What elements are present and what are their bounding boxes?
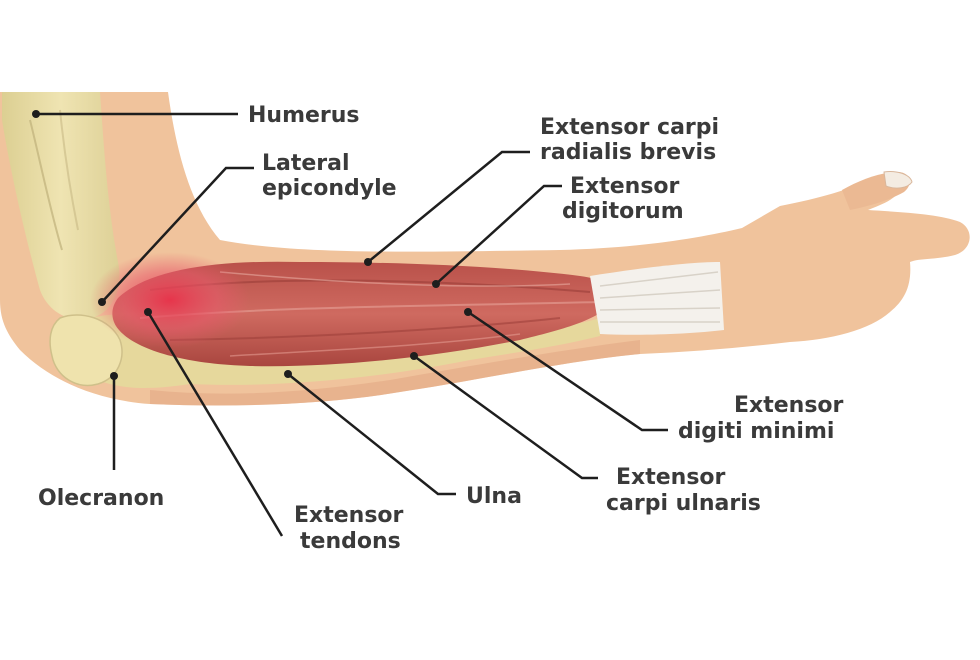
label-ecrb: Extensor carpi radialis brevis: [540, 115, 727, 165]
label-olecranon: Olecranon: [38, 486, 164, 511]
leader-ulna: [287, 373, 456, 496]
leader-lines: [36, 112, 668, 537]
label-edm: Extensor digiti minimi: [678, 393, 851, 444]
leader-ecu: [413, 354, 598, 480]
thumbnail-icon: [883, 171, 913, 189]
label-ecu: Extensor carpi ulnaris: [606, 465, 761, 516]
leader-extensor-tendons: [146, 311, 284, 537]
labels: Humerus Lateral epicondyle Extensor carp…: [38, 103, 851, 554]
label-ulna: Ulna: [466, 484, 522, 509]
inflammation-area: [90, 252, 250, 348]
leader-extensor-digitorum: [435, 184, 562, 285]
leader-lateral-epicondyle: [101, 166, 254, 303]
leader-edm: [467, 310, 668, 432]
leader-dots: [32, 110, 472, 380]
label-extensor-digitorum: Extensor digitorum: [562, 174, 687, 224]
label-humerus: Humerus: [248, 103, 360, 128]
wrist-tendons: [590, 262, 724, 335]
label-extensor-tendons: Extensor tendons: [294, 503, 411, 554]
leader-ecrb: [367, 150, 530, 263]
humerus-bone: [2, 92, 120, 320]
label-lateral-epicondyle: Lateral epicondyle: [262, 151, 397, 201]
extensor-muscles: [90, 252, 615, 367]
